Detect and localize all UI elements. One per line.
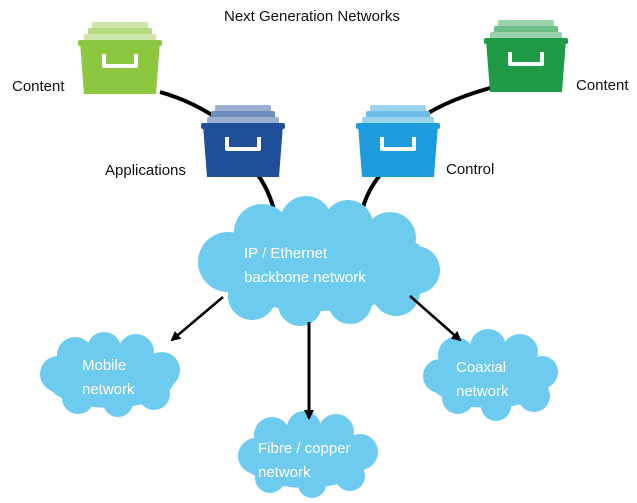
backbone-label-line1: IP / Ethernet [244, 245, 328, 262]
file-drawer-icon [201, 105, 285, 177]
arrow-to-coaxial [409, 295, 462, 342]
mobile-label-line1: Mobile [82, 357, 127, 374]
file-drawer-icon [78, 22, 162, 94]
coaxial-label-line1: Coaxial [456, 359, 507, 376]
arrow-to-mobile [170, 296, 224, 342]
backbone-label-line2: backbone network [244, 269, 366, 286]
applications-label: Applications [105, 162, 186, 179]
mobile-cloud [40, 332, 180, 417]
file-drawer-icon [356, 105, 440, 177]
coaxial-cloud [423, 329, 558, 421]
file-drawer-icon [484, 20, 568, 92]
fibre-cloud [238, 411, 378, 498]
mobile-label-line2: network [82, 381, 135, 398]
fibre-label-line1: Fibre / copper [258, 440, 351, 457]
backbone-cloud [198, 196, 440, 326]
control-label: Control [446, 161, 495, 178]
diagram-title: Next Generation Networks [224, 8, 400, 25]
coaxial-label-line2: network [456, 383, 509, 400]
content-right-label: Content [576, 77, 629, 94]
content-left-label: Content [12, 78, 65, 95]
fibre-label-line2: network [258, 464, 311, 481]
